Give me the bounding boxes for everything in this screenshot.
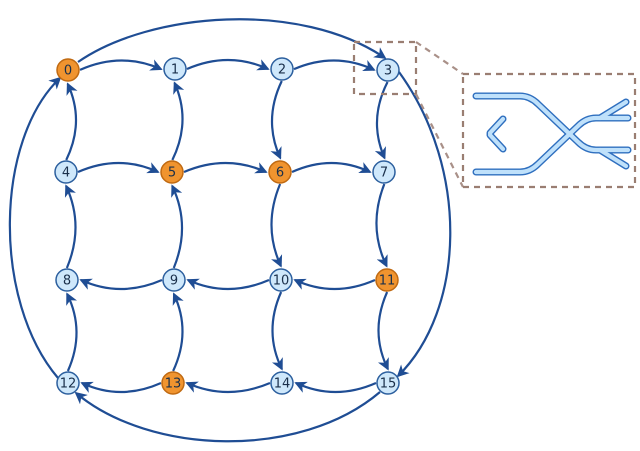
node-0-circle xyxy=(56,58,80,82)
node-15: 15 xyxy=(376,371,400,395)
node-12: 12 xyxy=(56,371,80,395)
edge-10-to-9 xyxy=(186,278,270,291)
outer-edge-12-to-0 xyxy=(8,76,62,379)
node-3: 3 xyxy=(376,58,400,82)
node-11-circle xyxy=(375,268,399,292)
node-2: 2 xyxy=(270,57,294,81)
node-14-label: 14 xyxy=(274,377,291,392)
node-14: 14 xyxy=(270,371,294,395)
edge-5-to-1 xyxy=(171,81,185,161)
edge-15-to-14 xyxy=(294,381,377,394)
zoom-connector-bottom xyxy=(415,93,464,188)
zoom-inset xyxy=(352,40,637,189)
node-0-label: 0 xyxy=(64,64,72,79)
edge-2-to-6 xyxy=(270,80,283,160)
node-8: 8 xyxy=(55,268,79,292)
edge-4-to-5 xyxy=(77,161,160,174)
node-10-circle xyxy=(269,268,293,292)
edge-11-to-10 xyxy=(293,278,376,291)
node-9-circle xyxy=(162,268,186,292)
node-12-circle xyxy=(56,371,80,395)
node-5-circle xyxy=(160,160,184,184)
edge-10-to-14 xyxy=(271,291,283,371)
node-10-label: 10 xyxy=(273,274,290,289)
node-2-circle xyxy=(270,57,294,81)
edge-6-to-7 xyxy=(291,161,372,174)
outer-edge-15-to-12 xyxy=(74,391,381,443)
edge-9-to-8 xyxy=(79,278,163,291)
edge-1-to-2 xyxy=(186,58,270,71)
directional-coupler-icon xyxy=(472,92,632,176)
node-2-label: 2 xyxy=(278,63,286,78)
mesh-edges xyxy=(64,58,389,394)
node-1: 1 xyxy=(163,57,187,81)
node-7: 7 xyxy=(372,160,396,184)
node-13-label: 13 xyxy=(165,377,182,392)
node-1-label: 1 xyxy=(171,63,179,78)
edge-11-to-15 xyxy=(377,291,389,371)
node-14-circle xyxy=(270,371,294,395)
edge-8-to-4 xyxy=(64,184,77,269)
edge-7-to-11 xyxy=(375,183,388,268)
edge-13-to-9 xyxy=(172,292,184,372)
node-6: 6 xyxy=(268,160,292,184)
zoom-source-box xyxy=(352,40,418,96)
node-7-label: 7 xyxy=(380,166,388,181)
node-12-label: 12 xyxy=(60,377,77,392)
node-13: 13 xyxy=(161,371,185,395)
edge-3-to-7 xyxy=(374,81,389,160)
edge-4-to-0 xyxy=(65,82,78,161)
edge-2-to-3 xyxy=(293,59,376,71)
node-1-circle xyxy=(163,57,187,81)
node-15-circle xyxy=(376,371,400,395)
outer-ring-edges xyxy=(8,18,452,443)
node-9-label: 9 xyxy=(170,274,178,289)
node-0: 0 xyxy=(56,58,80,82)
node-7-circle xyxy=(372,160,396,184)
edge-5-to-6 xyxy=(183,161,268,174)
node-4: 4 xyxy=(54,160,78,184)
zoom-connector-top xyxy=(415,41,464,75)
edge-6-to-10 xyxy=(270,183,283,268)
node-15-label: 15 xyxy=(380,377,397,392)
edge-9-to-5 xyxy=(171,184,184,269)
edge-12-to-8 xyxy=(66,292,78,372)
node-8-circle xyxy=(55,268,79,292)
node-6-circle xyxy=(268,160,292,184)
node-6-label: 6 xyxy=(276,166,284,181)
node-3-label: 3 xyxy=(384,64,392,79)
node-10: 10 xyxy=(269,268,293,292)
node-5-label: 5 xyxy=(168,166,176,181)
node-13-circle xyxy=(161,371,185,395)
node-11: 11 xyxy=(375,268,399,292)
edge-13-to-12 xyxy=(80,381,162,394)
node-9: 9 xyxy=(162,268,186,292)
edge-0-to-1 xyxy=(79,59,163,71)
node-4-label: 4 xyxy=(62,166,70,181)
edge-14-to-13 xyxy=(185,381,271,394)
outer-edge-3-to-15 xyxy=(396,71,452,378)
node-5: 5 xyxy=(160,160,184,184)
node-11-label: 11 xyxy=(379,274,396,289)
node-8-label: 8 xyxy=(63,274,71,289)
outer-edge-0-to-3 xyxy=(77,18,387,63)
node-4-circle xyxy=(54,160,78,184)
node-3-circle xyxy=(376,58,400,82)
